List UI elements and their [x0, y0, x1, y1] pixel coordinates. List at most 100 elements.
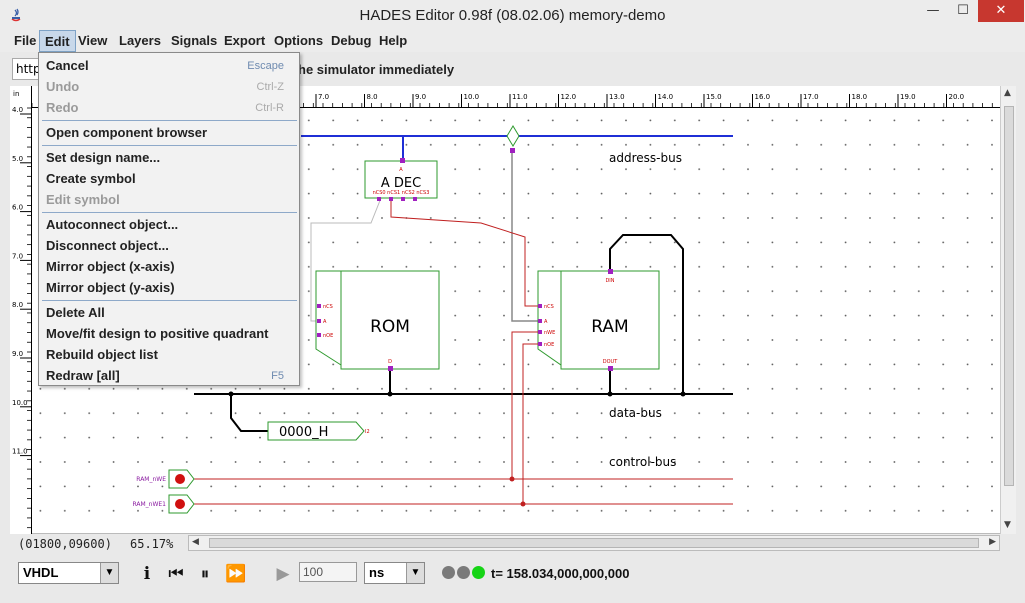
ruler-tick-label: 20.0	[949, 93, 965, 101]
menu-edit[interactable]: Edit	[39, 30, 76, 52]
menu-item-open-component-browser[interactable]: Open component browser	[46, 123, 296, 143]
window-title: HADES Editor 0.98f (08.02.06) memory-dem…	[359, 7, 666, 24]
close-button[interactable]: ✕	[978, 0, 1024, 22]
menu-signals[interactable]: Signals	[171, 33, 218, 48]
ruler-tick-label: 16.0	[755, 93, 771, 101]
ram-address-wire	[511, 153, 538, 322]
ram-box[interactable]	[560, 270, 660, 370]
adec-pin-cs0	[377, 197, 381, 201]
menu-options[interactable]: Options	[274, 33, 324, 48]
hex-pin-label: I2	[365, 429, 370, 435]
menu-item-label: Mirror object (x-axis)	[46, 259, 175, 274]
scroll-up-icon[interactable]: ▲	[1004, 88, 1011, 98]
scroll-right-icon[interactable]: ▶	[989, 537, 996, 547]
menu-item-create-symbol[interactable]: Create symbol	[46, 169, 296, 189]
rewind-icon[interactable]: ⏮	[168, 564, 184, 584]
ram-pin-ncs	[538, 304, 542, 308]
menu-item-rebuild-object-list[interactable]: Rebuild object list	[46, 345, 296, 365]
menu-file[interactable]: File	[14, 33, 37, 48]
vertical-scrollbar[interactable]: ▲ ▼	[1000, 86, 1016, 534]
rom-pin-ncs-label: nCS	[323, 304, 333, 310]
menu-item-redraw-all[interactable]: Redraw [all]F5	[46, 366, 296, 386]
horizontal-scroll-thumb[interactable]	[209, 538, 979, 548]
menu-item-autoconnect[interactable]: Autoconnect object...	[46, 215, 296, 235]
vertical-scroll-thumb[interactable]	[1004, 106, 1014, 486]
bus-ripper-icon	[506, 125, 520, 147]
pause-icon[interactable]: ⏸	[200, 564, 210, 584]
junction-dot	[680, 391, 686, 397]
ruler-tick-label: 7.0	[12, 252, 23, 260]
switch-led-icon	[175, 474, 185, 484]
menu-layers[interactable]: Layers	[119, 33, 161, 48]
address-bus-label: address-bus	[609, 151, 682, 165]
menu-export[interactable]: Export	[224, 33, 266, 48]
ram-noe-wire	[522, 343, 538, 504]
rom-box[interactable]	[340, 270, 440, 370]
ruler-tick-label: 7.0	[318, 93, 329, 101]
adec-address-wire	[371, 135, 404, 161]
info-icon[interactable]: i	[143, 564, 151, 584]
ruler-tick-label: 9.0	[415, 93, 426, 101]
menu-help[interactable]: Help	[379, 33, 408, 48]
control-bus-label: control-bus	[609, 455, 676, 469]
fast-forward-icon[interactable]: ⏩	[225, 564, 247, 584]
sim-status-led-icon	[457, 566, 470, 579]
time-unit-select[interactable]: ns ▼	[364, 562, 425, 584]
menu-item-move-fit[interactable]: Move/fit design to positive quadrant	[46, 324, 296, 344]
rom-pin-d	[388, 366, 393, 371]
rom-port-outline	[315, 270, 342, 366]
menu-view[interactable]: View	[78, 33, 108, 48]
adec-box[interactable]	[364, 160, 438, 199]
hex-switch-box[interactable]	[267, 421, 365, 441]
chevron-down-icon[interactable]: ▼	[100, 563, 118, 583]
status-message: he simulator immediately	[298, 62, 455, 77]
menu-item-mirror-x[interactable]: Mirror object (x-axis)	[46, 257, 296, 277]
sim-running-led-icon	[472, 566, 485, 579]
menu-shortcut: Ctrl-R	[255, 102, 284, 114]
ram-name: RAM	[591, 317, 628, 337]
ram-din-wire	[609, 234, 684, 394]
ram-pin-nwe-label: nWE	[544, 330, 555, 336]
junction-dot	[520, 501, 526, 507]
adec-pin-cs3	[413, 197, 417, 201]
ram-port-outline	[537, 270, 562, 366]
maximize-button[interactable]: ☐	[957, 3, 969, 18]
menu-item-set-design-name[interactable]: Set design name...	[46, 148, 296, 168]
language-select[interactable]: VHDL ▼	[18, 562, 119, 584]
step-time-input[interactable]: 100	[299, 562, 357, 582]
menu-item-disconnect[interactable]: Disconnect object...	[46, 236, 296, 256]
switch-ram-nwe1-label: RAM_nWE1	[132, 501, 166, 508]
scroll-down-icon[interactable]: ▼	[1004, 520, 1011, 530]
menu-separator	[42, 300, 297, 301]
menu-debug[interactable]: Debug	[331, 33, 372, 48]
ruler-tick-label: 10.0	[12, 399, 28, 407]
ruler-unit: in	[13, 90, 19, 98]
step-icon[interactable]: ▶	[276, 564, 290, 584]
rom-pin-a-label: A	[323, 319, 327, 325]
ram-pin-din	[608, 269, 613, 274]
data-bus-label: data-bus	[609, 406, 662, 420]
hex-data-wire	[230, 394, 268, 432]
menu-item-mirror-y[interactable]: Mirror object (y-axis)	[46, 278, 296, 298]
menu-item-label: Undo	[46, 79, 80, 94]
menu-item-label: Autoconnect object...	[46, 217, 179, 232]
menu-item-label: Redraw [all]	[46, 368, 120, 383]
ruler-tick-label: 11.0	[12, 448, 28, 456]
ruler-tick-label: 19.0	[900, 93, 916, 101]
menu-item-label: Create symbol	[46, 171, 136, 186]
scroll-left-icon[interactable]: ◀	[192, 537, 199, 547]
menu-item-label: Open component browser	[46, 125, 208, 140]
rom-pin-ncs	[317, 304, 321, 308]
horizontal-scrollbar[interactable]: ◀ ▶	[188, 535, 1000, 551]
ruler-tick-label: 9.0	[12, 350, 23, 358]
adec-pin-a	[400, 158, 405, 163]
menu-item-label: Cancel	[46, 58, 89, 73]
minimize-button[interactable]: —	[926, 3, 940, 18]
chevron-down-icon[interactable]: ▼	[406, 563, 424, 583]
ram-pin-dout	[608, 366, 613, 371]
menu-item-label: Move/fit design to positive quadrant	[46, 326, 269, 341]
menu-item-delete-all[interactable]: Delete All	[46, 303, 296, 323]
